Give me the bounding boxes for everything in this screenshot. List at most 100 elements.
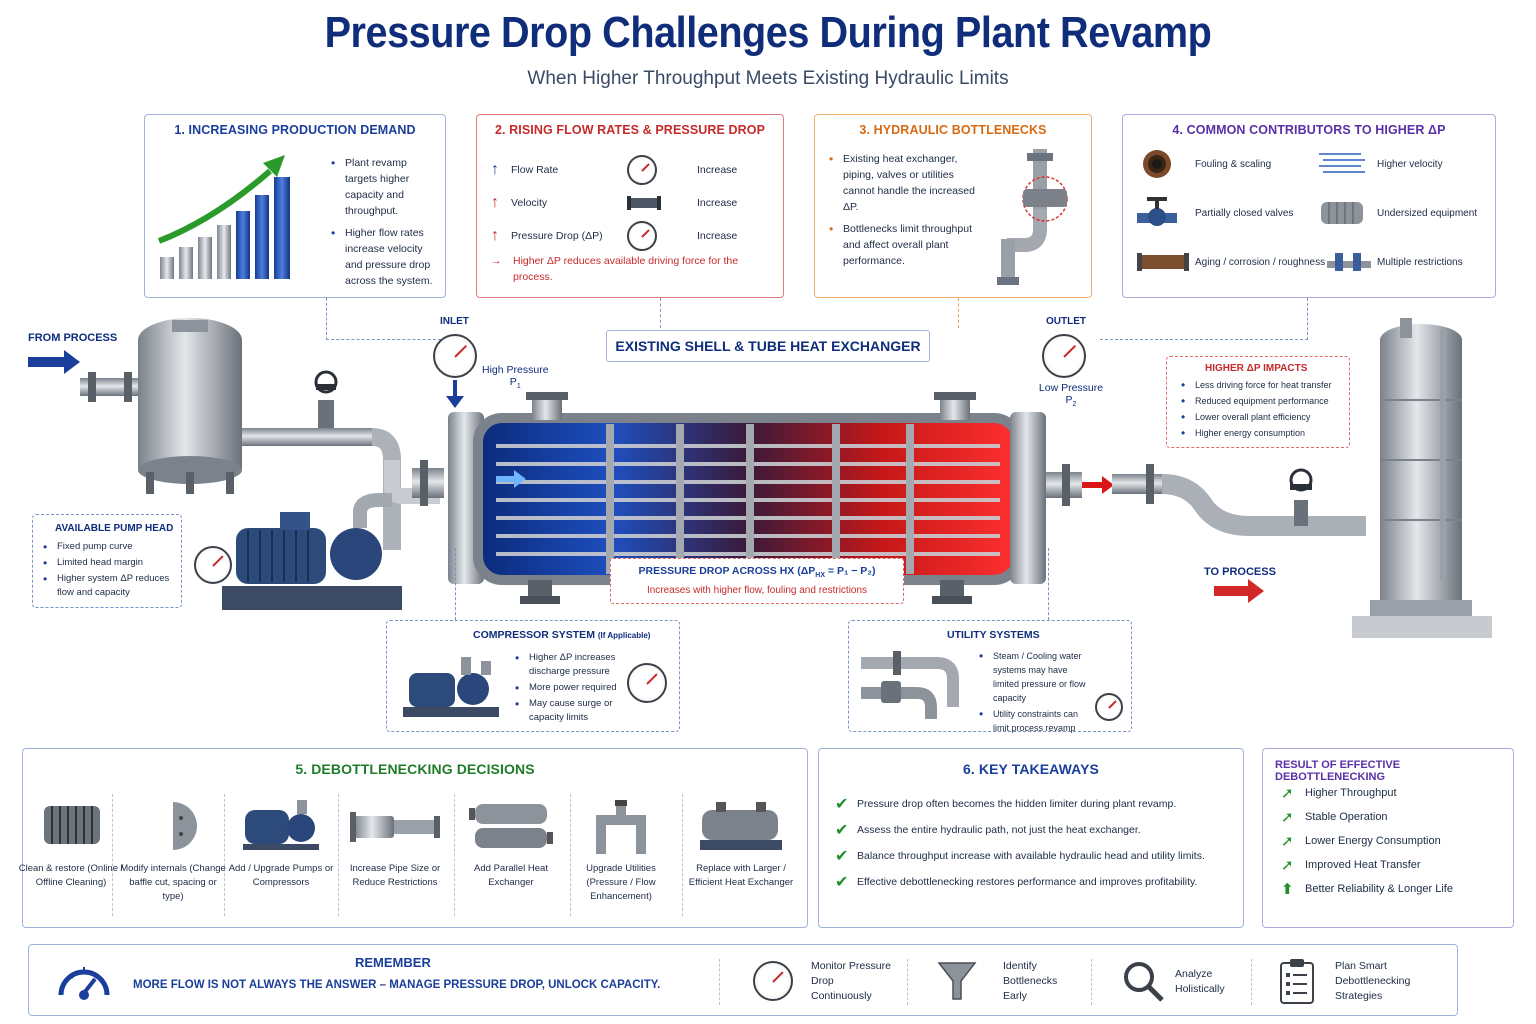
impacts-box: HIGHER ΔP IMPACTS Less driving force for… bbox=[1166, 356, 1350, 448]
takeaway-item: ✔Effective debottlenecking restores perf… bbox=[835, 874, 1198, 891]
checkmark-icon: ✔ bbox=[835, 822, 849, 839]
pump-gauge bbox=[194, 546, 232, 584]
growth-arrow-icon: ➚ bbox=[1281, 785, 1294, 802]
pump-head-point: Higher system ΔP reduces flow and capaci… bbox=[43, 572, 177, 600]
utility-title: UTILITY SYSTEMS bbox=[947, 629, 1040, 641]
action-plan: Plan Smart Debottlenecking Strategies bbox=[1335, 960, 1411, 1002]
outlet-pressure-gauge bbox=[1042, 334, 1086, 378]
arrow-up-icon: ↑ bbox=[491, 226, 499, 244]
connector bbox=[1048, 548, 1049, 620]
pump-icon bbox=[243, 800, 319, 850]
card-title: 5. DEBOTTLENECKING DECISIONS bbox=[295, 761, 535, 777]
utility-piping-icon bbox=[861, 651, 959, 719]
pipe-size-icon bbox=[350, 812, 440, 842]
inlet-pressure-gauge bbox=[433, 334, 477, 378]
page-subtitle: When Higher Throughput Meets Existing Hy… bbox=[527, 68, 1009, 89]
result-item: ➚Higher Throughput bbox=[1281, 785, 1397, 802]
compressor-point: May cause surge or capacity limits bbox=[515, 697, 621, 725]
arrow-up-icon: ↑ bbox=[491, 193, 499, 211]
speedometer-icon bbox=[58, 967, 110, 1000]
pump-head-point: Limited head margin bbox=[43, 556, 177, 570]
decision-internals: Modify internals (Change baffle cut, spa… bbox=[118, 800, 228, 904]
corroded-pipe-icon bbox=[1137, 253, 1189, 271]
card-title: 6. KEY TAKEAWAYS bbox=[963, 761, 1099, 777]
card-key-takeaways: 6. KEY TAKEAWAYS ✔Pressure drop often be… bbox=[818, 748, 1244, 928]
flow-rate-row: ↑ Flow Rate Increase bbox=[491, 153, 775, 186]
utility-point: Utility constraints can limit process re… bbox=[979, 707, 1095, 735]
compressor-point: Higher ΔP increases discharge pressure bbox=[515, 651, 621, 679]
from-process-arrow bbox=[28, 350, 80, 374]
funnel-icon bbox=[937, 962, 977, 1000]
monitor-gauge-icon bbox=[753, 961, 793, 1001]
result-item: ➚Stable Operation bbox=[1281, 809, 1388, 826]
compressor-title: COMPRESSOR SYSTEM (If Applicable) bbox=[473, 629, 651, 641]
distillation-column bbox=[1352, 318, 1492, 638]
card-rising-flow: 2. RISING FLOW RATES & PRESSURE DROP ↑ F… bbox=[476, 114, 784, 298]
card-title: 4. COMMON CONTRIBUTORS TO HIGHER ΔP bbox=[1172, 123, 1446, 137]
flow-note: → Higher ΔP reduces available driving fo… bbox=[491, 255, 739, 283]
takeaway-item: ✔Balance throughput increase with availa… bbox=[835, 848, 1205, 865]
baffle-icon bbox=[173, 802, 197, 850]
hx-pressure-drop-box: PRESSURE DROP ACROSS HX (ΔPHX = P₁ − P₂)… bbox=[610, 558, 904, 604]
card-result: RESULT OF EFFECTIVE DEBOTTLENECKING ➚Hig… bbox=[1262, 748, 1514, 928]
large-hx-icon bbox=[700, 802, 782, 850]
from-process-label: FROM PROCESS bbox=[28, 332, 118, 344]
inlet-pressure-label: High Pressure bbox=[482, 364, 549, 376]
contributor-restrictions: Multiple restrictions bbox=[1327, 247, 1493, 277]
pump-head-point: Fixed pump curve bbox=[43, 540, 177, 554]
pump bbox=[222, 493, 402, 610]
checkmark-icon: ✔ bbox=[835, 848, 849, 865]
contributor-fouling: Fouling & scaling bbox=[1137, 147, 1307, 181]
decision-parallel: Add Parallel Heat Exchanger bbox=[456, 800, 566, 890]
utility-gauge bbox=[1095, 693, 1123, 721]
pipe-icon bbox=[627, 195, 661, 210]
remember-title: REMEMBER bbox=[355, 955, 431, 970]
row-label: Flow Rate bbox=[511, 163, 559, 176]
hx-label: EXISTING SHELL & TUBE HEAT EXCHANGER bbox=[606, 330, 930, 362]
fouled-pipe-icon bbox=[1143, 150, 1171, 178]
decision-utilities: Upgrade Utilities (Pressure / Flow Enhan… bbox=[566, 800, 676, 904]
remember-text: MORE FLOW IS NOT ALWAYS THE ANSWER – MAN… bbox=[133, 979, 661, 991]
takeaway-item: ✔Assess the entire hydraulic path, not j… bbox=[835, 822, 1141, 839]
pump-head-title: AVAILABLE PUMP HEAD bbox=[55, 523, 174, 534]
valve-pipe-icon bbox=[997, 149, 1068, 285]
row-label: Velocity bbox=[511, 196, 548, 209]
clipboard-icon bbox=[1280, 959, 1314, 1004]
inlet-label: INLET bbox=[440, 316, 469, 327]
parallel-hx-icon bbox=[469, 804, 553, 848]
hx-dp-title: PRESSURE DROP ACROSS HX (ΔPHX = P₁ − P₂) bbox=[638, 565, 876, 580]
connector bbox=[1100, 298, 1308, 340]
result-title: RESULT OF EFFECTIVE DEBOTTLENECKING bbox=[1275, 759, 1401, 783]
connector bbox=[455, 548, 456, 620]
compressor-point: More power required bbox=[515, 681, 621, 695]
row-value: Increase bbox=[697, 163, 738, 176]
card1-point: Higher flow rates increase velocity and … bbox=[331, 225, 439, 289]
up-arrow-icon: ⬆ bbox=[1281, 881, 1294, 898]
process-diagram bbox=[28, 318, 1492, 638]
decision-pumps: Add / Upgrade Pumps or Compressors bbox=[226, 800, 336, 890]
checkmark-icon: ✔ bbox=[835, 796, 849, 813]
remember-bar: REMEMBER MORE FLOW IS NOT ALWAYS THE ANS… bbox=[28, 944, 1458, 1016]
impacts-title: HIGHER ΔP IMPACTS bbox=[1205, 363, 1308, 374]
inlet-flow-arrow bbox=[446, 380, 464, 408]
compressor-gauge bbox=[627, 663, 667, 703]
multi-valve-icon bbox=[1327, 253, 1371, 271]
row-value: Increase bbox=[697, 196, 738, 209]
action-monitor: Monitor Pressure Drop Continuously bbox=[811, 960, 891, 1002]
decision-replace: Replace with Larger / Efficient Heat Exc… bbox=[686, 800, 796, 890]
result-item: ➚Improved Heat Transfer bbox=[1281, 857, 1421, 874]
feed-vessel bbox=[138, 318, 242, 494]
outlet-label: OUTLET bbox=[1046, 316, 1086, 327]
arrow-right-icon: → bbox=[491, 255, 502, 267]
heat-exchanger-icon bbox=[1321, 202, 1363, 224]
hx-dp-note: Increases with higher flow, fouling and … bbox=[646, 585, 868, 597]
impact-point: Reduced equipment performance bbox=[1181, 394, 1349, 408]
outlet-pressure-label: Low Pressure bbox=[1038, 382, 1104, 394]
contributor-undersized: Undersized equipment bbox=[1317, 195, 1493, 231]
card3-point: Existing heat exchanger, piping, valves … bbox=[829, 151, 987, 215]
card-title: 2. RISING FLOW RATES & PRESSURE DROP bbox=[494, 123, 766, 137]
contributor-valves: Partially closed valves bbox=[1137, 195, 1307, 231]
gauge-icon bbox=[627, 154, 657, 185]
arrow-up-icon: ↑ bbox=[491, 160, 499, 178]
card-hydraulic-bottlenecks: 3. HYDRAULIC BOTTLENECKS Existing heat e… bbox=[814, 114, 1092, 298]
